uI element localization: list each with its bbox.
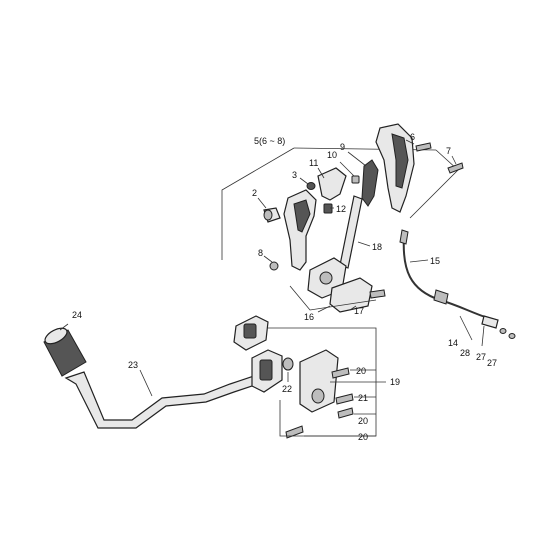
leader-9 [347, 151, 367, 167]
nut-27b [508, 333, 516, 339]
screw-7 [447, 162, 464, 174]
callout-27b: 27 [487, 358, 497, 368]
clamp-17 [329, 277, 373, 313]
leader-28 [481, 325, 485, 347]
leader-2 [257, 197, 267, 209]
main-clamp-19 [299, 349, 339, 413]
callout-23: 23 [128, 360, 138, 370]
bolt-17 [369, 289, 386, 299]
grip-24-end [44, 327, 68, 345]
leader-6 [405, 139, 415, 145]
main-clamp-19-hole [311, 388, 325, 404]
callout-24: 24 [72, 310, 82, 320]
callout-14: 14 [448, 338, 458, 348]
switch-12 [323, 203, 333, 214]
throttle-cable [402, 235, 489, 319]
nut-27a [499, 328, 507, 334]
callout-21: 21 [358, 393, 368, 403]
bolt-20a [331, 367, 350, 379]
callout-5: 5(6 ~ 8) [254, 136, 285, 146]
callout-8: 8 [258, 248, 263, 258]
callout-22: 22 [282, 384, 292, 394]
callout-20a: 20 [356, 366, 366, 376]
callout-20b: 20 [358, 416, 368, 426]
callout-9: 9 [340, 142, 345, 152]
leader-24 [59, 323, 69, 331]
leader-3 [299, 177, 309, 185]
group-bracket-top [293, 147, 437, 151]
screw-6 [415, 142, 432, 152]
leader-8 [263, 255, 273, 263]
callout-10: 10 [327, 150, 337, 160]
leader-15 [409, 259, 429, 263]
callout-19: 19 [390, 377, 400, 387]
pipe-18 [339, 195, 363, 269]
callout-27a: 27 [476, 352, 486, 362]
clamp-16-hole [319, 271, 333, 285]
cable-end-top [399, 229, 409, 245]
leader-16 [317, 305, 331, 313]
lock-lever [361, 159, 379, 207]
callout-17: 17 [354, 306, 364, 316]
throttle-trigger [317, 167, 347, 201]
nut-10 [351, 175, 360, 184]
leader-14 [459, 315, 473, 341]
callout-6: 6 [410, 132, 415, 142]
callout-11: 11 [309, 158, 318, 168]
callout-12: 12 [336, 204, 346, 214]
bolt-20b [337, 407, 354, 419]
callout-7: 7 [446, 146, 451, 156]
callout-28: 28 [460, 348, 470, 358]
handle-bar-23 [64, 369, 277, 429]
washer-22 [282, 357, 294, 371]
clamp-bracket [289, 285, 377, 311]
callout-15: 15 [430, 256, 440, 266]
nut-8 [269, 261, 279, 271]
cable-end-28 [481, 315, 499, 329]
group-bracket-left [221, 147, 295, 260]
cap-2-end [263, 209, 273, 221]
callout-2: 2 [252, 188, 257, 198]
housing-right-grip [391, 133, 409, 189]
handle-plate-left-pad [259, 359, 273, 381]
cable-adjuster [433, 289, 449, 305]
leader-18 [357, 241, 371, 247]
callout-3: 3 [292, 170, 297, 180]
leader-10 [339, 161, 355, 177]
callout-18: 18 [372, 242, 382, 252]
spring-3 [306, 182, 316, 190]
housing-left-grip [293, 199, 311, 233]
leader-17 [349, 305, 357, 311]
callout-16: 16 [304, 312, 314, 322]
group-bracket-right [409, 149, 459, 219]
leader-23 [139, 369, 153, 397]
leader-7 [451, 155, 457, 165]
callout-20c: 20 [358, 432, 368, 442]
leader-11 [317, 167, 325, 179]
handle-block-top-pad [243, 323, 257, 339]
bolt-21 [335, 393, 354, 405]
